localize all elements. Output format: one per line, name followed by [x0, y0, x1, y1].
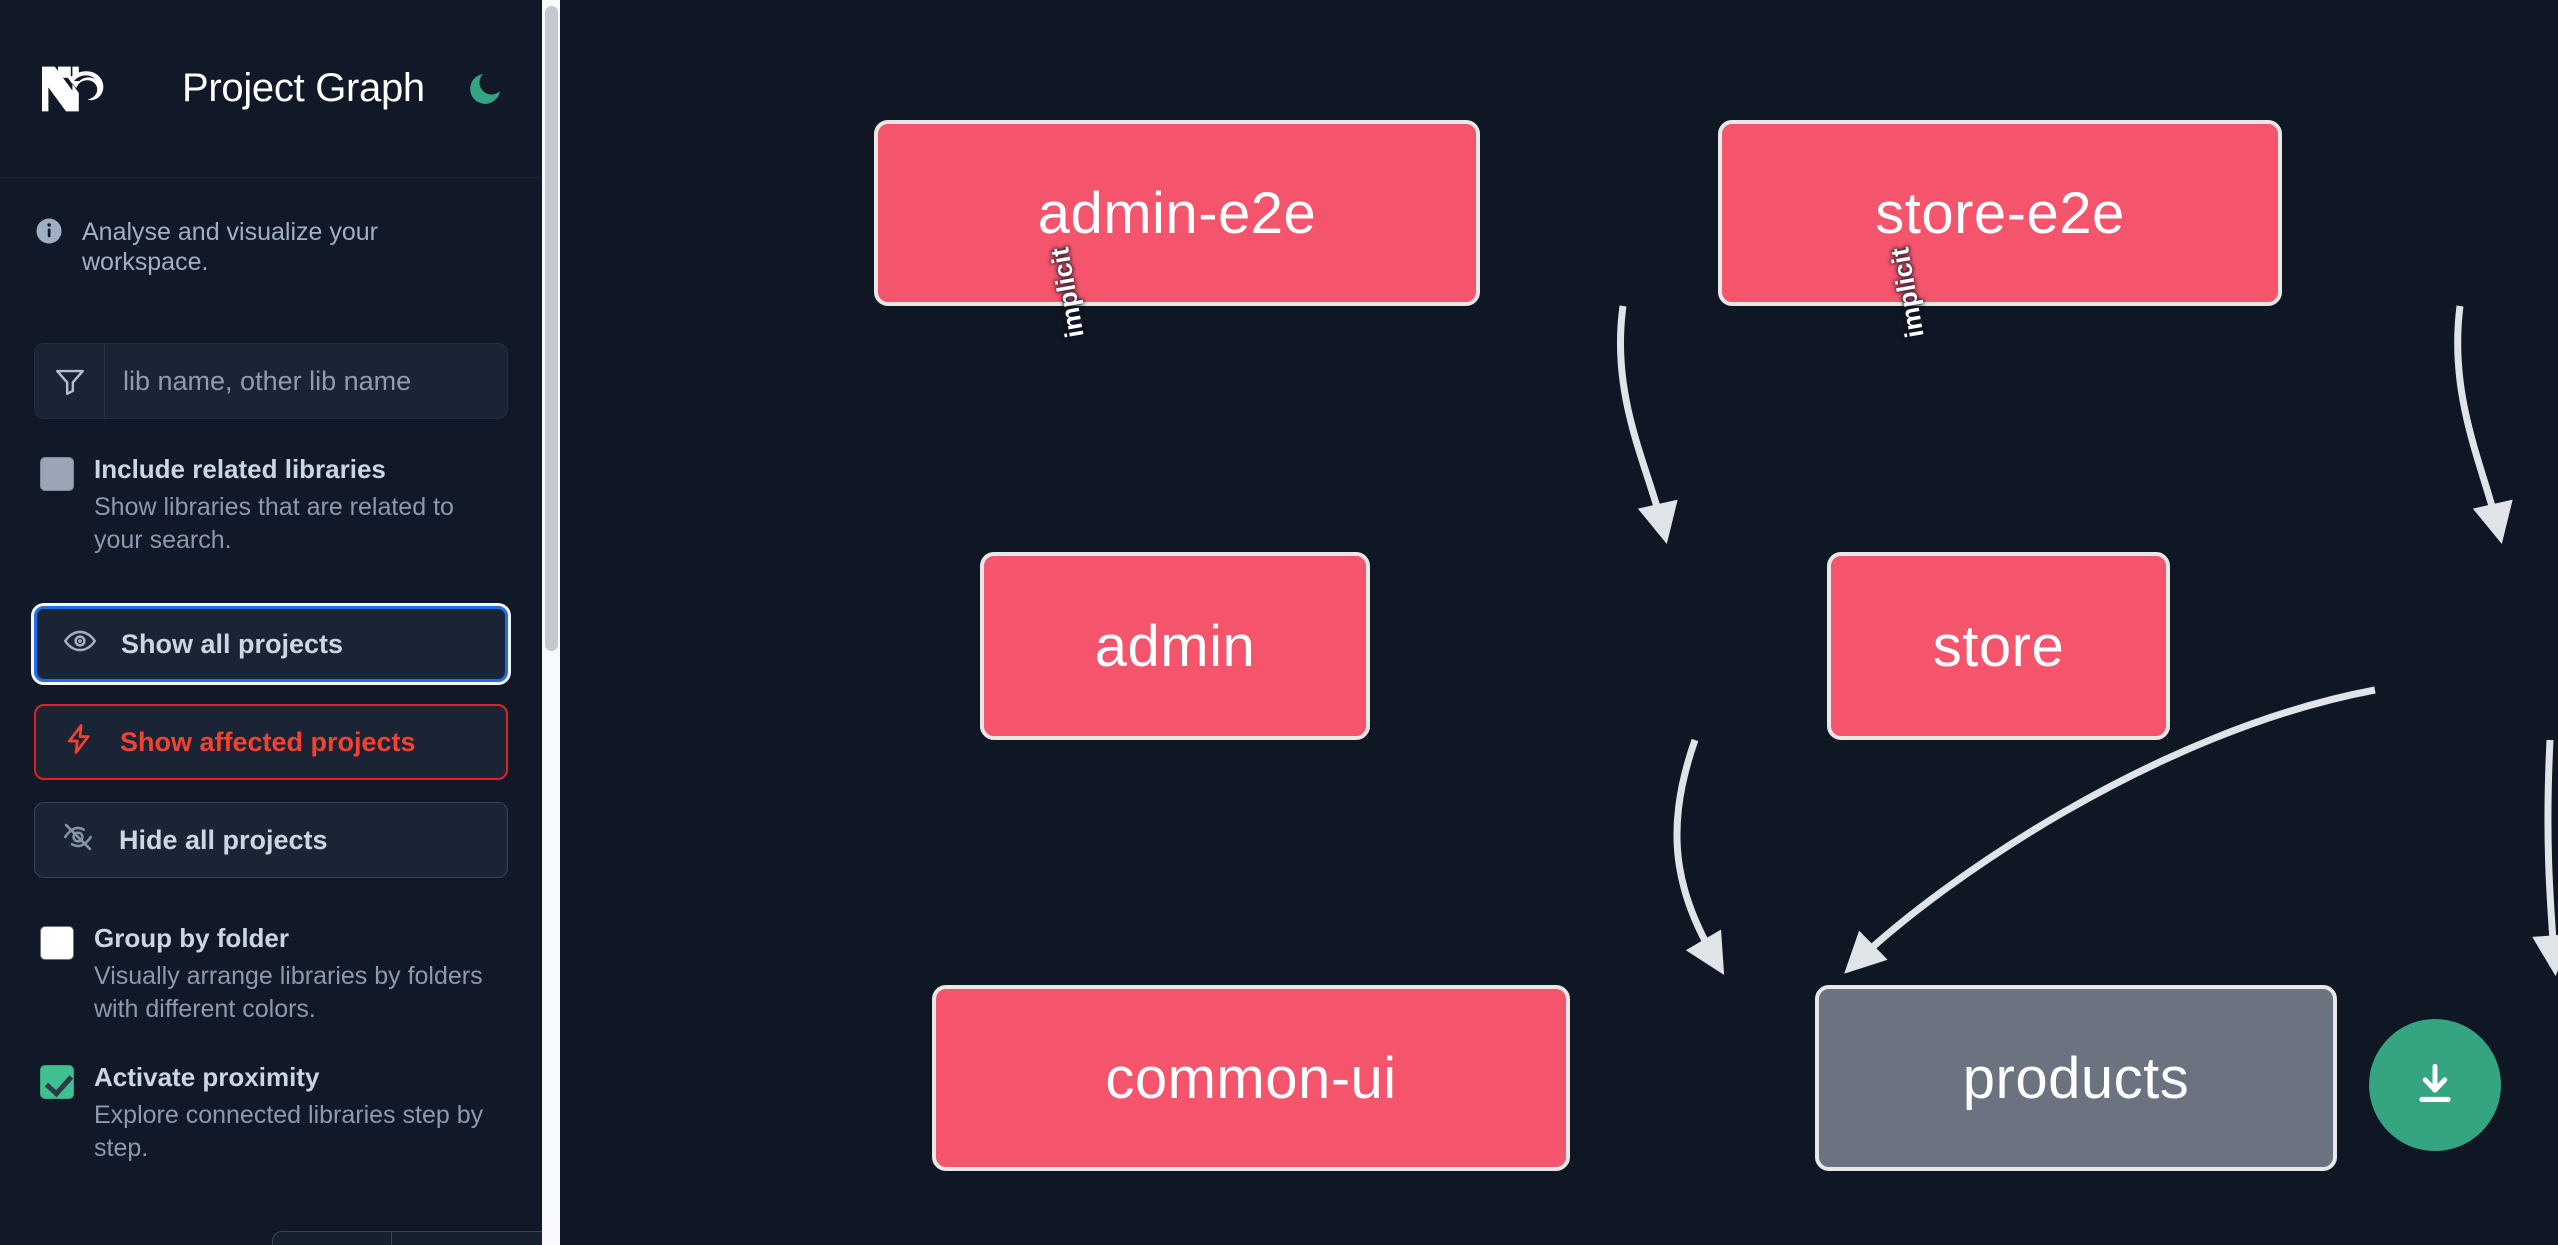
nx-logo-icon	[34, 57, 130, 121]
graph-node-label: store-e2e	[1875, 180, 2125, 246]
sidebar-scroll-area[interactable]: Project Graph Analyse and visualize your…	[0, 0, 560, 1245]
sidebar-header: Project Graph	[0, 0, 542, 178]
download-graph-button[interactable]	[2369, 1019, 2501, 1151]
option-description: Visually arrange libraries by folders wi…	[94, 961, 483, 1024]
option-label: Include related libraries	[94, 454, 386, 484]
sidebar-scrollbar-thumb[interactable]	[545, 6, 558, 651]
graph-node-label: admin-e2e	[1037, 180, 1317, 246]
graph-edges	[1616, 305, 2558, 977]
hide-all-projects-label: Hide all projects	[119, 824, 328, 855]
search-input[interactable]	[105, 344, 507, 418]
proximity-segmented-control[interactable]	[272, 1231, 560, 1245]
graph-node-admin[interactable]: admin	[980, 552, 1370, 740]
show-affected-projects-button[interactable]: Show affected projects	[34, 704, 508, 780]
include-related-libraries-checkbox[interactable]	[40, 457, 74, 491]
activate-proximity-checkbox[interactable]	[40, 1065, 74, 1099]
eye-icon	[63, 624, 97, 665]
search-field-wrapper[interactable]	[34, 343, 508, 419]
graph-node-label: admin	[1094, 613, 1256, 679]
option-activate-proximity[interactable]: Activate proximity Explore connected lib…	[0, 1027, 542, 1166]
option-label: Activate proximity	[94, 1062, 320, 1092]
graph-canvas[interactable]: admin-e2e store-e2e admin store common-u…	[560, 0, 2558, 1245]
graph-node-label: products	[1962, 1045, 2190, 1111]
option-label: Group by folder	[94, 923, 289, 953]
sidebar: Project Graph Analyse and visualize your…	[0, 0, 560, 1245]
info-icon	[34, 216, 64, 251]
sidebar-scrollbar[interactable]	[542, 0, 560, 1245]
group-by-folder-checkbox[interactable]	[40, 926, 74, 960]
lightning-bolt-icon	[62, 722, 96, 763]
graph-node-common-ui[interactable]: common-ui	[932, 985, 1570, 1171]
eye-off-icon	[61, 820, 95, 861]
show-all-projects-button[interactable]: Show all projects	[31, 603, 511, 685]
graph-node-admin-e2e[interactable]: admin-e2e	[874, 120, 1480, 306]
graph-node-label: common-ui	[1105, 1045, 1397, 1111]
option-description: Explore connected libraries step by step…	[94, 1100, 484, 1163]
graph-node-store[interactable]: store	[1827, 552, 2170, 740]
download-icon	[2419, 1063, 2451, 1103]
moon-icon[interactable]	[463, 67, 507, 111]
sidebar-note: Analyse and visualize your workspace.	[0, 178, 542, 277]
hide-all-projects-button[interactable]: Hide all projects	[34, 802, 508, 878]
graph-node-store-e2e[interactable]: store-e2e	[1718, 120, 2282, 306]
graph-node-label: store	[1932, 613, 2065, 679]
sidebar-note-text: Analyse and visualize your workspace.	[82, 218, 378, 276]
filter-icon	[35, 344, 105, 418]
show-affected-projects-label: Show affected projects	[120, 726, 416, 757]
page-title: Project Graph	[182, 66, 425, 110]
option-group-by-folder[interactable]: Group by folder Visually arrange librari…	[0, 878, 542, 1027]
option-include-related-libraries[interactable]: Include related libraries Show libraries…	[0, 419, 542, 558]
project-visibility-buttons: Show all projects Show affected projects	[0, 558, 542, 878]
option-description: Show libraries that are related to your …	[94, 492, 454, 555]
show-all-projects-label: Show all projects	[121, 628, 344, 659]
graph-node-products[interactable]: products	[1815, 985, 2337, 1171]
